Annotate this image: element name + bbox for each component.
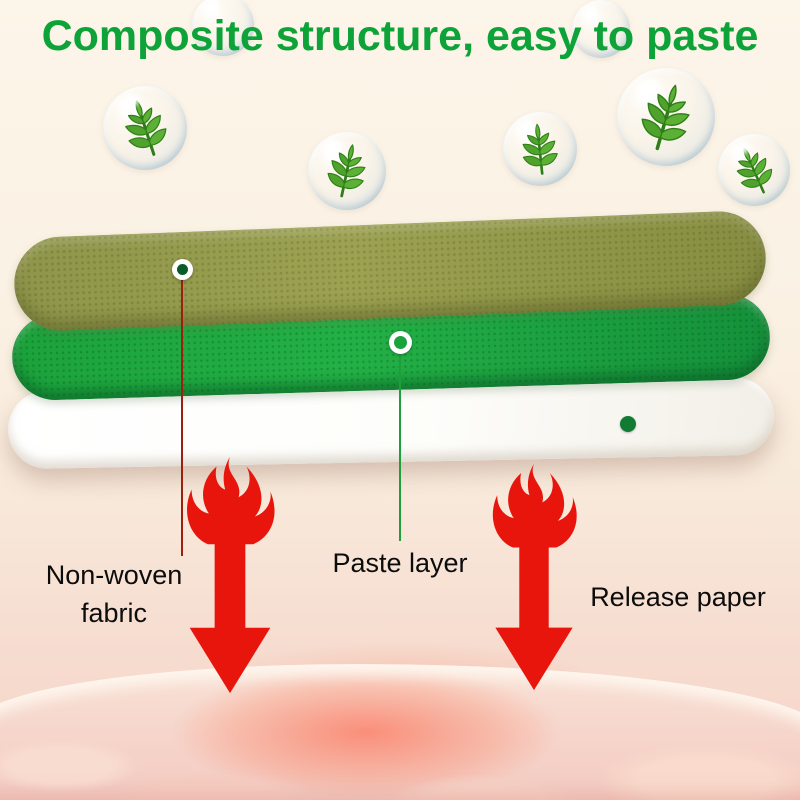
label-paste-layer: Paste layer <box>332 548 468 578</box>
bubble-icon <box>718 134 790 206</box>
pointer-line-non-woven <box>181 280 183 556</box>
skin-texture <box>0 664 800 800</box>
page-title: Composite structure, easy to paste <box>41 12 759 60</box>
marker-dot-core <box>394 336 407 349</box>
bubble-icon <box>192 0 254 56</box>
mugwort-leaf-icon <box>116 93 174 162</box>
layer-marker-dot-icon <box>620 416 636 432</box>
layer-marker-dot-icon <box>172 259 193 280</box>
bubble-icon <box>572 0 630 58</box>
pointer-line-paste <box>399 353 401 541</box>
mugwort-leaf-icon <box>633 77 699 157</box>
marker-dot-core <box>177 264 188 275</box>
label-non-woven-fabric: Non-woven fabric <box>45 560 183 628</box>
layer-marker-dot-icon <box>389 331 412 354</box>
mugwort-leaf-icon <box>727 139 781 200</box>
flame-arrow-icon <box>187 456 275 694</box>
mugwort-leaf-icon <box>519 120 561 177</box>
bubble-icon <box>103 86 187 170</box>
label-release-paper: Release paper <box>590 582 766 612</box>
flame-arrow-icon <box>492 463 577 691</box>
bubble-icon <box>308 132 386 210</box>
bubble-icon <box>503 112 577 186</box>
mugwort-leaf-icon <box>322 140 372 202</box>
bubble-icon <box>617 68 715 166</box>
